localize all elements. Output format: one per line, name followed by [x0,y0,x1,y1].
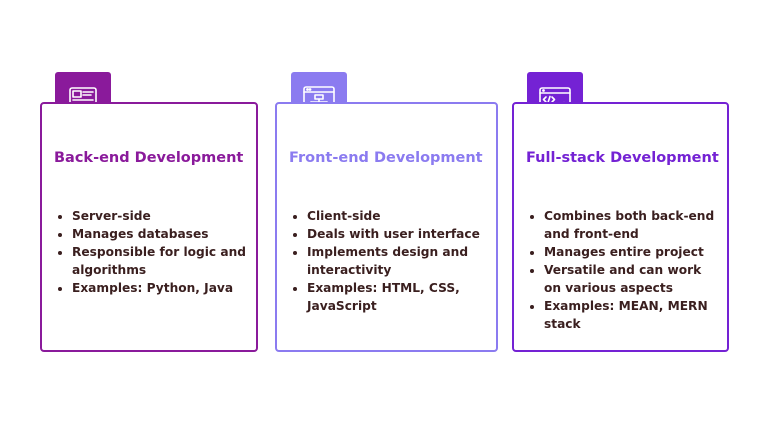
list-item: Manages databases [72,225,250,243]
frontend-card-title: Front-end Development [289,150,483,166]
list-item: Examples: HTML, CSS, JavaScript [307,279,490,315]
backend-card-title: Back-end Development [54,150,244,166]
list-item: Responsible for logic and algorithms [72,243,250,279]
fullstack-card: Full-stack Development Combines both bac… [512,102,729,352]
frontend-card-list: Client-side Deals with user interface Im… [291,207,490,315]
backend-card: Back-end Development Server-side Manages… [40,102,258,352]
list-item: Implements design and interactivity [307,243,490,279]
list-item: Manages entire project [544,243,721,261]
list-item: Versatile and can work on various aspect… [544,261,721,297]
frontend-card: Front-end Development Client-side Deals … [275,102,498,352]
list-item: Examples: MEAN, MERN stack [544,297,721,333]
list-item: Deals with user interface [307,225,490,243]
list-item: Combines both back-end and front-end [544,207,721,243]
backend-card-list: Server-side Manages databases Responsibl… [56,207,250,297]
fullstack-card-title: Full-stack Development [526,150,719,166]
list-item: Client-side [307,207,490,225]
list-item: Examples: Python, Java [72,279,250,297]
list-item: Server-side [72,207,250,225]
fullstack-card-list: Combines both back-end and front-end Man… [528,207,721,333]
